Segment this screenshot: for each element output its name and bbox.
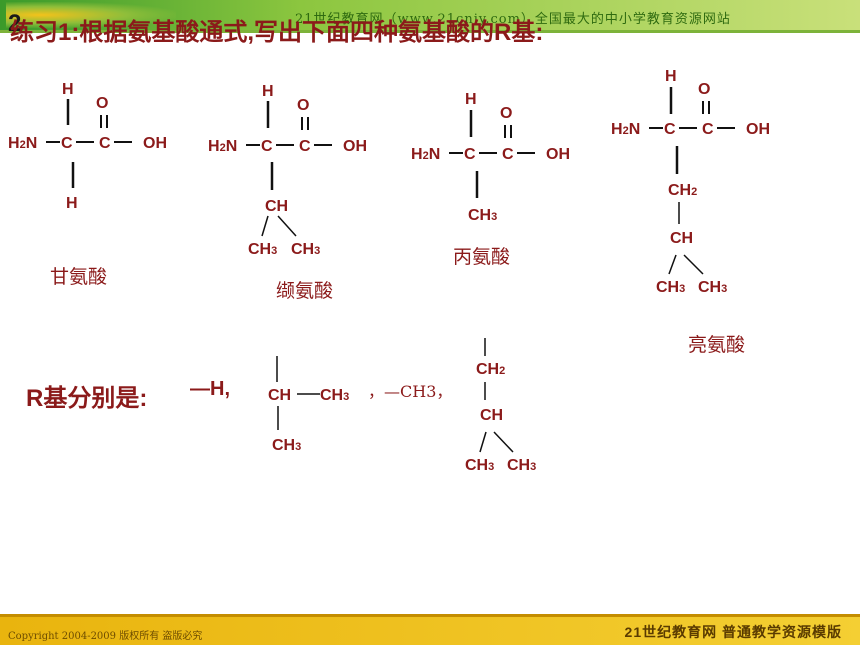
atom-h: H <box>465 91 477 108</box>
atom-o: O <box>698 81 710 98</box>
site-watermark: 21世纪教育网（www.21cnjy.com）全国最大的中小学教育资源网站 <box>295 12 731 27</box>
slide-number: 2 <box>8 10 22 37</box>
atom-c: C <box>61 135 73 152</box>
atom-ch2: CH2 <box>476 361 505 378</box>
atom-o: O <box>96 95 108 112</box>
valine-label: 缬氨酸 <box>276 280 334 302</box>
leucine-structure: H O H2N C C OH CH2 CH CH3 CH3 <box>611 68 770 296</box>
r-group-methyl: ，—CH3， <box>368 382 453 401</box>
atom-ch3: CH3 <box>291 241 320 258</box>
glycine-structure: H O H2N C C OH H <box>8 81 167 212</box>
atom-c: C <box>664 121 676 138</box>
atom-h2n: H2N <box>8 135 37 152</box>
glycine-label: 甘氨酸 <box>50 266 108 288</box>
atom-ch3: CH3 <box>507 457 536 474</box>
atom-ch: CH <box>268 387 291 404</box>
footer-brand: 21世纪教育网 普通教学资源模版 <box>624 624 842 640</box>
site-logo <box>6 2 176 28</box>
bond-line <box>277 215 297 237</box>
atom-c: C <box>502 146 514 163</box>
banner-divider <box>0 30 860 33</box>
r-group-hydrogen: —H, <box>190 378 230 400</box>
atom-h: H <box>62 81 74 98</box>
footer-divider <box>0 614 860 617</box>
bond-line <box>479 431 487 453</box>
structures-canvas: H O H2N C C OH H H O H2N C C OH CH CH3 C… <box>8 68 770 474</box>
atom-c: C <box>261 138 273 155</box>
top-banner: 21世纪教育网（www.21cnjy.com）全国最大的中小学教育资源网站 <box>0 0 860 30</box>
atom-h: H <box>665 68 677 85</box>
atom-ch3: CH3 <box>320 387 349 404</box>
atom-h: H <box>262 83 274 100</box>
atom-ch3: CH3 <box>468 207 497 224</box>
atom-c: C <box>702 121 714 138</box>
atom-ch2: CH2 <box>668 182 697 199</box>
atom-h2n: H2N <box>611 121 640 138</box>
atom-oh: OH <box>343 138 367 155</box>
atom-c: C <box>299 138 311 155</box>
atom-ch: CH <box>265 198 288 215</box>
copyright-text: Copyright 2004-2009 版权所有 盗版必究 <box>8 631 203 642</box>
alanine-label: 丙氨酸 <box>453 246 511 268</box>
atom-h: H <box>66 195 78 212</box>
atom-c: C <box>99 135 111 152</box>
atom-oh: OH <box>746 121 770 138</box>
r-group-leucine: CH2 CH CH3 CH3 <box>465 338 536 474</box>
atom-oh: OH <box>143 135 167 152</box>
valine-structure: H O H2N C C OH CH CH3 CH3 <box>208 83 367 258</box>
bond-line <box>261 215 269 237</box>
atom-ch3: CH3 <box>248 241 277 258</box>
alanine-structure: H O H2N C C OH CH3 <box>411 91 570 224</box>
r-group-valine: CH CH3 CH3 <box>268 356 349 454</box>
atom-c: C <box>464 146 476 163</box>
atom-ch3: CH3 <box>656 279 685 296</box>
atom-ch3: CH3 <box>465 457 494 474</box>
bond-line <box>683 254 704 275</box>
r-group-answer-label: R基分别是: <box>26 385 148 412</box>
atom-h2n: H2N <box>411 146 440 163</box>
page-title: 练习1:根据氨基酸通式,写出下面四种氨基酸的R基: <box>10 19 544 46</box>
atom-o: O <box>297 97 309 114</box>
footer-bar: Copyright 2004-2009 版权所有 盗版必究 21世纪教育网 普通… <box>0 617 860 645</box>
bond-line <box>493 431 514 453</box>
atom-ch: CH <box>670 230 693 247</box>
atom-ch3: CH3 <box>698 279 727 296</box>
atom-ch: CH <box>480 407 503 424</box>
atom-o: O <box>500 105 512 122</box>
atom-oh: OH <box>546 146 570 163</box>
bond-line <box>668 254 677 275</box>
atom-h2n: H2N <box>208 138 237 155</box>
atom-ch3: CH3 <box>272 437 301 454</box>
leucine-label: 亮氨酸 <box>688 334 746 356</box>
